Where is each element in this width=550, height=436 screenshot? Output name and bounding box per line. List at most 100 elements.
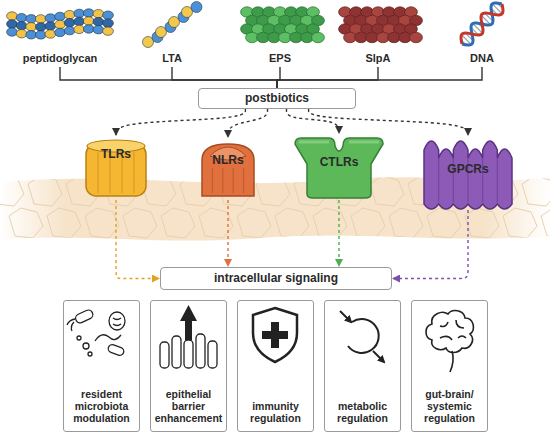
- peptidoglycan-icon: [45, 14, 56, 22]
- peptidoglycan-icon: [103, 11, 114, 19]
- peptidoglycan-icon: [74, 25, 85, 33]
- barrier-icon: [196, 334, 205, 368]
- microbe-icon: [107, 344, 125, 357]
- signal-arrow: [393, 210, 468, 279]
- peptidoglycan-icon: [7, 28, 18, 36]
- barrier-icon: [208, 341, 217, 368]
- peptidoglycan-icon: [16, 21, 27, 29]
- peptidoglycan-icon: [45, 22, 56, 30]
- receptor-outline: [243, 168, 244, 193]
- microbe-icon: [67, 309, 125, 357]
- dna-icon: [462, 3, 502, 45]
- peptidoglycan-icon: [26, 23, 37, 31]
- signal-arrow: [116, 109, 245, 135]
- barrier-icon: [185, 318, 192, 340]
- slpa-icon: [410, 32, 423, 42]
- component-label: peptidoglycan: [10, 50, 110, 66]
- bracket-line: [277, 67, 280, 88]
- peptidoglycan-icon: [93, 9, 104, 17]
- receptor-outline: [438, 158, 439, 202]
- receptor-outline: [233, 168, 234, 193]
- peptidoglycan-icon: [55, 28, 66, 36]
- peptidoglycan-icon: [64, 26, 75, 34]
- component-label: EPS: [269, 52, 291, 65]
- peptidoglycan-icon: [26, 31, 37, 39]
- epithelial-cells: [370, 176, 404, 206]
- signal-arrow: [228, 109, 268, 137]
- microbe-icon: [83, 343, 89, 349]
- epithelial-cells: [522, 176, 550, 206]
- receptor-label: CTLRs: [320, 156, 359, 170]
- barrier-icon: [180, 305, 197, 321]
- box-label: gut-brain/ systemic regulation: [414, 388, 485, 424]
- box-label: immunity regulation: [240, 400, 311, 424]
- peptidoglycan-icon: [7, 20, 18, 28]
- receptor-outline: [97, 152, 98, 193]
- peptidoglycan-icon: [64, 18, 75, 26]
- outcome-box: resident microbiota modulation: [63, 300, 140, 432]
- component-label: SlpA: [353, 50, 403, 66]
- epithelial-cells: [275, 208, 309, 238]
- component-label: DNA: [457, 50, 507, 66]
- receptor-label: GPCRs: [447, 163, 488, 177]
- shield-icon: [262, 331, 288, 339]
- microbe-icon: [67, 319, 75, 331]
- component-label: EPS: [255, 50, 305, 66]
- signal-arrow: [286, 109, 339, 133]
- brain-icon: [426, 311, 473, 372]
- metabolism-icon: [340, 311, 351, 322]
- peptidoglycan-icon: [93, 17, 104, 25]
- receptor-label: TLRs: [101, 148, 131, 162]
- bracket-line: [277, 67, 378, 88]
- postbiotic-icons: [7, 2, 503, 48]
- peptidoglycan-icon: [16, 13, 27, 21]
- receptor-outline: [295, 138, 383, 198]
- epithelial-cells: [256, 176, 290, 206]
- receptor-outline: [82, 136, 150, 200]
- brain-icon: [426, 311, 473, 353]
- epithelial-cells: [389, 208, 423, 238]
- peptidoglycan-icon: [55, 20, 66, 28]
- epithelial-cells: [0, 176, 24, 206]
- peptidoglycan-icon: [103, 27, 114, 35]
- process-box: intracellular signaling: [160, 267, 392, 290]
- metabolism-icon: [340, 311, 384, 362]
- peptidoglycan-icon: [83, 9, 94, 17]
- receptor-outline: [299, 141, 379, 144]
- receptor-outline: [196, 138, 260, 200]
- receptor-outline: [86, 144, 146, 196]
- microbe-icon: [95, 335, 121, 341]
- shield-icon: [253, 308, 297, 362]
- box-label: epithelial barrier enhancement: [153, 388, 224, 424]
- bracket-line: [277, 67, 482, 88]
- receptor-shape: NLRs: [196, 138, 260, 200]
- receptor-shape: GPCRs: [420, 136, 516, 210]
- receptor-shape: TLRs: [82, 136, 150, 200]
- signal-arrow: [116, 200, 159, 279]
- microbe-icon: [113, 318, 121, 326]
- box-label: intracellular signaling: [214, 272, 338, 286]
- outcome-box: metabolic regulation: [324, 300, 401, 432]
- peptidoglycan-icon: [83, 17, 94, 25]
- epithelial-cells: [85, 208, 119, 238]
- eps-icon: [241, 7, 325, 43]
- peptidoglycan-icon: [45, 30, 56, 38]
- peptidoglycan-icon: [35, 15, 46, 23]
- peptidoglycan-icon: [83, 25, 94, 33]
- dna-icon: [492, 4, 502, 14]
- epithelial-cells: [9, 208, 43, 238]
- lta-icon: [143, 2, 203, 48]
- peptidoglycan-icon: [35, 31, 46, 39]
- brain-icon: [450, 351, 453, 372]
- signal-arrow: [227, 200, 228, 266]
- slpa-icon: [339, 7, 423, 43]
- outcome-box: immunity regulation: [237, 300, 314, 432]
- barrier-icon: [172, 336, 181, 368]
- epithelial-cells: [351, 208, 385, 238]
- bracket-line: [172, 67, 277, 88]
- barrier-icon: [160, 305, 217, 368]
- barrier-icon: [184, 340, 193, 368]
- outcome-box: gut-brain/ systemic regulation: [411, 300, 488, 432]
- metabolism-icon: [373, 351, 384, 362]
